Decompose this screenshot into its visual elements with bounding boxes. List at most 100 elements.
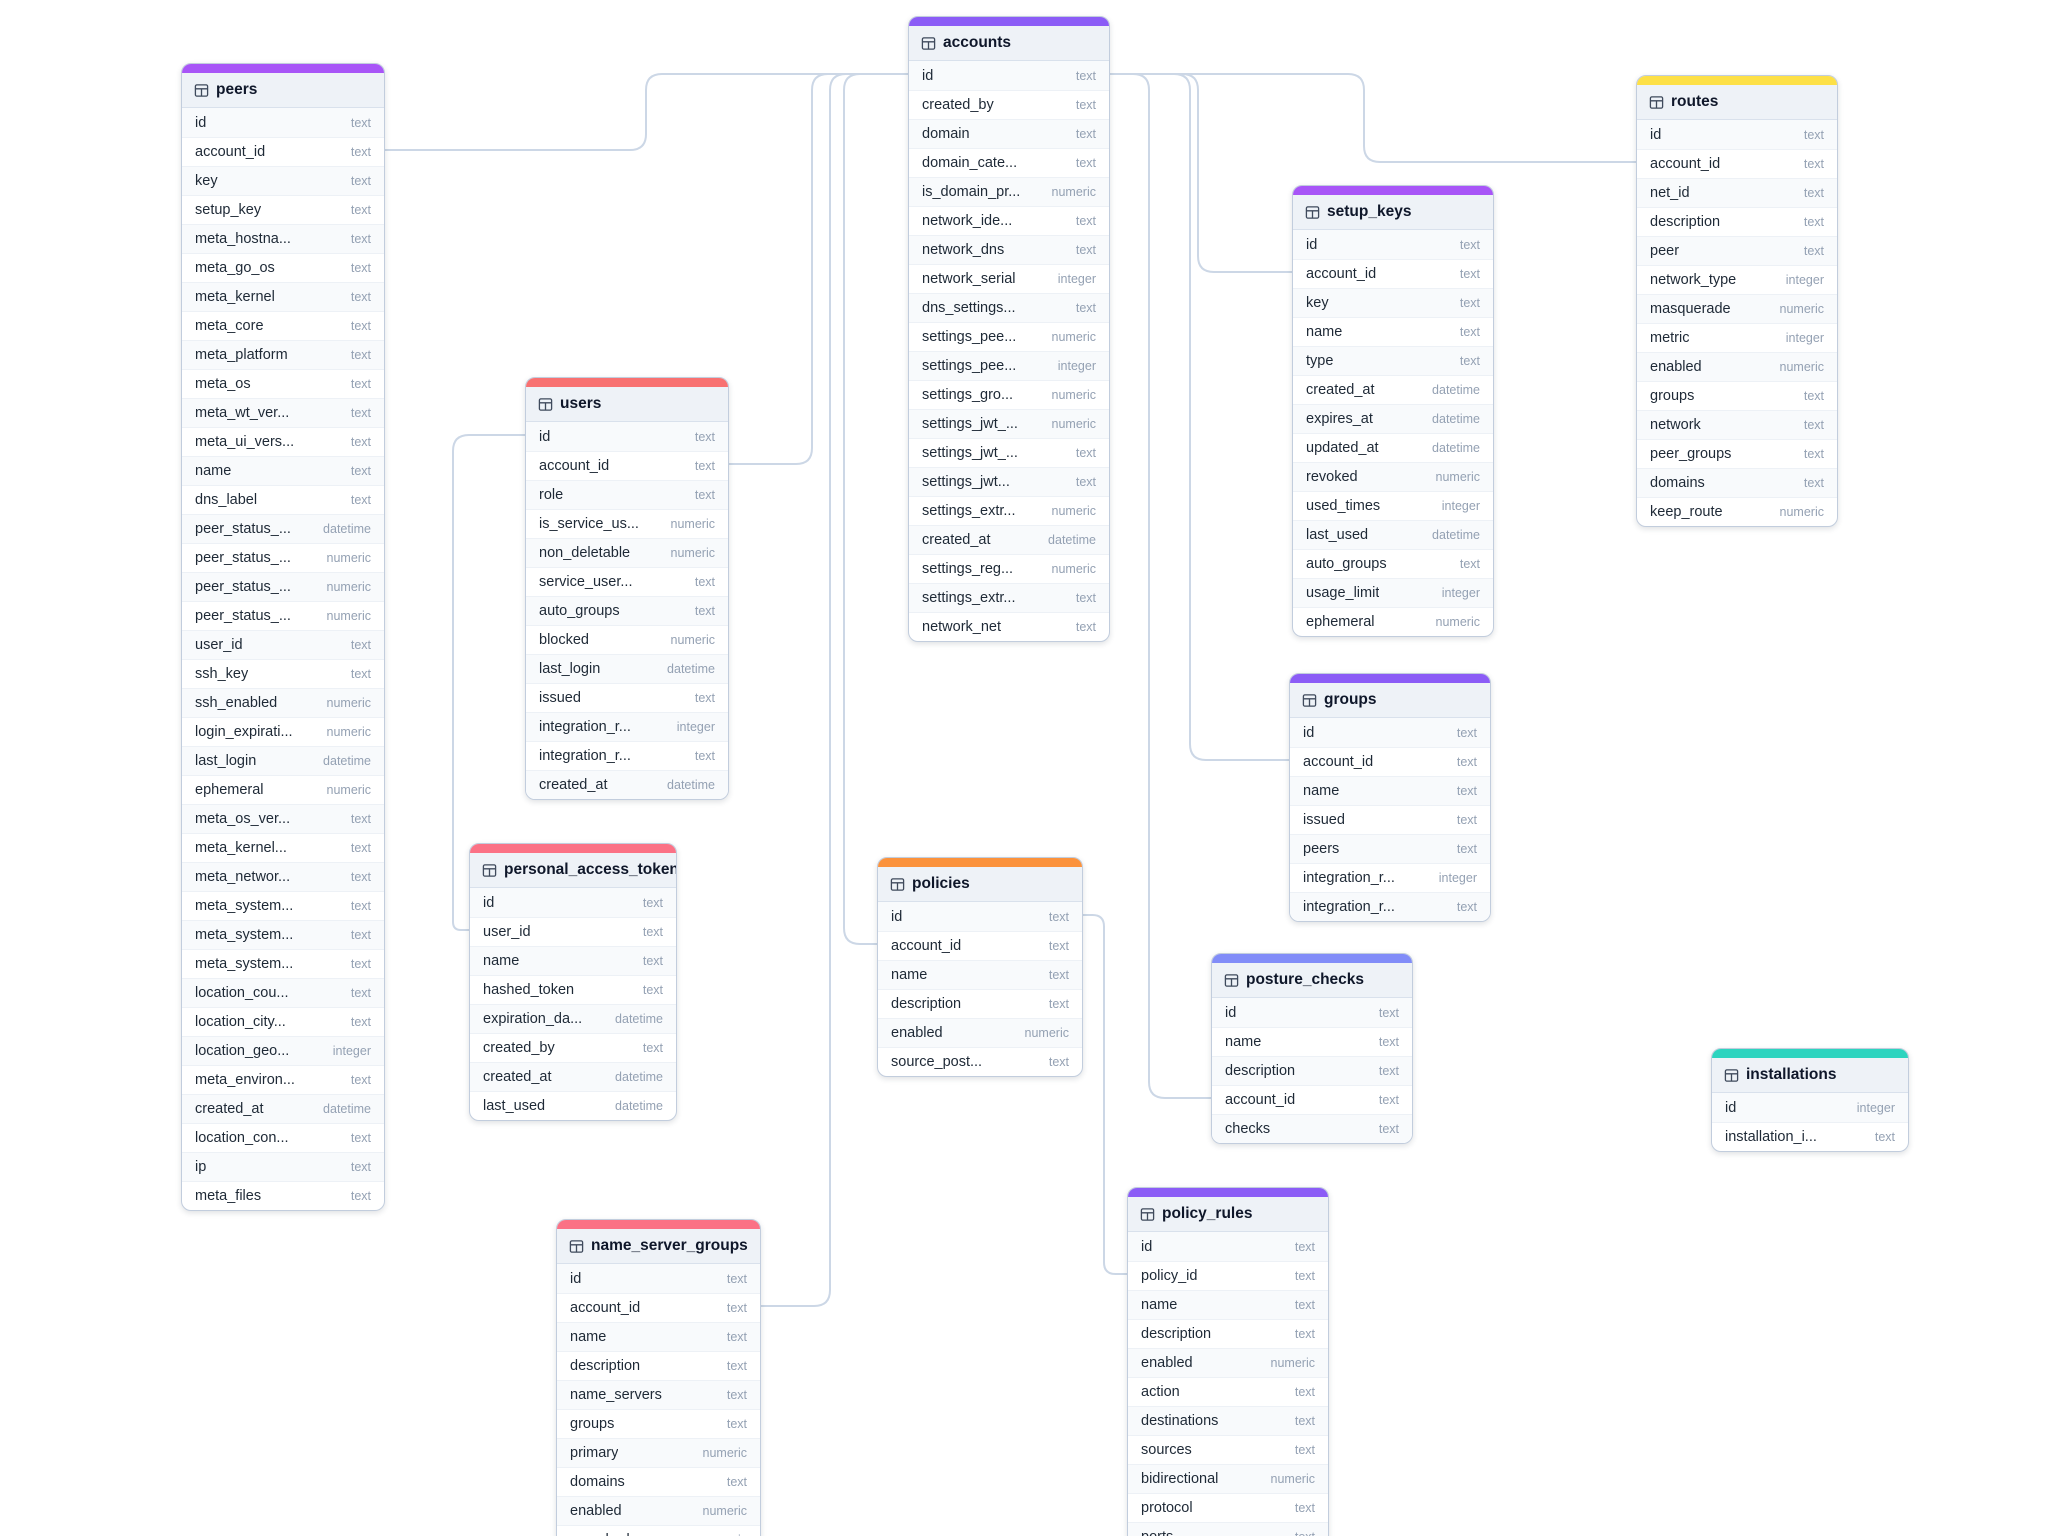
table-header[interactable]: posture_checks bbox=[1212, 963, 1412, 998]
field-row-users-0[interactable]: id text bbox=[526, 422, 728, 451]
field-row-groups-1[interactable]: account_id text bbox=[1290, 747, 1490, 776]
field-row-accounts-13[interactable]: settings_jwt_... text bbox=[909, 438, 1109, 467]
field-row-groups-5[interactable]: integration_r... integer bbox=[1290, 863, 1490, 892]
table-header[interactable]: groups bbox=[1290, 683, 1490, 718]
field-row-users-9[interactable]: issued text bbox=[526, 683, 728, 712]
field-row-groups-3[interactable]: issued text bbox=[1290, 805, 1490, 834]
field-row-peers-5[interactable]: meta_go_os text bbox=[182, 253, 384, 282]
field-row-setup_keys-2[interactable]: key text bbox=[1293, 288, 1493, 317]
field-row-peers-20[interactable]: ssh_enabled numeric bbox=[182, 688, 384, 717]
field-row-peers-18[interactable]: user_id text bbox=[182, 630, 384, 659]
field-row-accounts-6[interactable]: network_dns text bbox=[909, 235, 1109, 264]
table-header[interactable]: users bbox=[526, 387, 728, 422]
field-row-name_server_groups-0[interactable]: id text bbox=[557, 1264, 760, 1293]
field-row-setup_keys-3[interactable]: name text bbox=[1293, 317, 1493, 346]
field-row-accounts-2[interactable]: domain text bbox=[909, 119, 1109, 148]
field-row-peers-10[interactable]: meta_wt_ver... text bbox=[182, 398, 384, 427]
field-row-peers-29[interactable]: meta_system... text bbox=[182, 949, 384, 978]
field-row-peers-34[interactable]: created_at datetime bbox=[182, 1094, 384, 1123]
field-row-posture_checks-1[interactable]: name text bbox=[1212, 1027, 1412, 1056]
field-row-policy_rules-0[interactable]: id text bbox=[1128, 1232, 1328, 1261]
field-row-accounts-17[interactable]: settings_reg... numeric bbox=[909, 554, 1109, 583]
table-policies[interactable]: policies id text account_id text name te… bbox=[877, 857, 1083, 1077]
field-row-routes-6[interactable]: masquerade numeric bbox=[1637, 294, 1837, 323]
field-row-peers-11[interactable]: meta_ui_vers... text bbox=[182, 427, 384, 456]
field-row-routes-8[interactable]: enabled numeric bbox=[1637, 352, 1837, 381]
table-header[interactable]: setup_keys bbox=[1293, 195, 1493, 230]
field-row-policies-0[interactable]: id text bbox=[878, 902, 1082, 931]
field-row-policy_rules-5[interactable]: action text bbox=[1128, 1377, 1328, 1406]
field-row-name_server_groups-8[interactable]: enabled numeric bbox=[557, 1496, 760, 1525]
field-row-routes-0[interactable]: id text bbox=[1637, 120, 1837, 149]
field-row-posture_checks-2[interactable]: description text bbox=[1212, 1056, 1412, 1085]
field-row-installations-0[interactable]: id integer bbox=[1712, 1093, 1908, 1122]
field-row-policy_rules-7[interactable]: sources text bbox=[1128, 1435, 1328, 1464]
table-peers[interactable]: peers id text account_id text key text s… bbox=[181, 63, 385, 1211]
field-row-peers-22[interactable]: last_login datetime bbox=[182, 746, 384, 775]
field-row-peers-14[interactable]: peer_status_... datetime bbox=[182, 514, 384, 543]
field-row-peers-37[interactable]: meta_files text bbox=[182, 1181, 384, 1210]
field-row-policy_rules-8[interactable]: bidirectional numeric bbox=[1128, 1464, 1328, 1493]
field-row-accounts-10[interactable]: settings_pee... integer bbox=[909, 351, 1109, 380]
field-row-routes-3[interactable]: description text bbox=[1637, 207, 1837, 236]
field-row-accounts-14[interactable]: settings_jwt... text bbox=[909, 467, 1109, 496]
table-header[interactable]: routes bbox=[1637, 85, 1837, 120]
table-users[interactable]: users id text account_id text role text … bbox=[525, 377, 729, 800]
field-row-setup_keys-6[interactable]: expires_at datetime bbox=[1293, 404, 1493, 433]
table-policy_rules[interactable]: policy_rules id text policy_id text name… bbox=[1127, 1187, 1329, 1536]
field-row-peers-19[interactable]: ssh_key text bbox=[182, 659, 384, 688]
field-row-peers-12[interactable]: name text bbox=[182, 456, 384, 485]
field-row-posture_checks-3[interactable]: account_id text bbox=[1212, 1085, 1412, 1114]
table-groups[interactable]: groups id text account_id text name text… bbox=[1289, 673, 1491, 922]
field-row-accounts-15[interactable]: settings_extr... numeric bbox=[909, 496, 1109, 525]
table-header[interactable]: name_server_groups bbox=[557, 1229, 760, 1264]
field-row-peers-8[interactable]: meta_platform text bbox=[182, 340, 384, 369]
field-row-groups-0[interactable]: id text bbox=[1290, 718, 1490, 747]
field-row-peers-2[interactable]: key text bbox=[182, 166, 384, 195]
field-row-routes-5[interactable]: network_type integer bbox=[1637, 265, 1837, 294]
field-row-users-3[interactable]: is_service_us... numeric bbox=[526, 509, 728, 538]
field-row-peers-6[interactable]: meta_kernel text bbox=[182, 282, 384, 311]
field-row-accounts-1[interactable]: created_by text bbox=[909, 90, 1109, 119]
field-row-setup_keys-9[interactable]: used_times integer bbox=[1293, 491, 1493, 520]
field-row-peers-16[interactable]: peer_status_... numeric bbox=[182, 572, 384, 601]
field-row-users-7[interactable]: blocked numeric bbox=[526, 625, 728, 654]
field-row-setup_keys-1[interactable]: account_id text bbox=[1293, 259, 1493, 288]
field-row-users-8[interactable]: last_login datetime bbox=[526, 654, 728, 683]
table-header[interactable]: policies bbox=[878, 867, 1082, 902]
table-routes[interactable]: routes id text account_id text net_id te… bbox=[1636, 75, 1838, 527]
field-row-accounts-5[interactable]: network_ide... text bbox=[909, 206, 1109, 235]
field-row-users-10[interactable]: integration_r... integer bbox=[526, 712, 728, 741]
field-row-routes-10[interactable]: network text bbox=[1637, 410, 1837, 439]
field-row-routes-7[interactable]: metric integer bbox=[1637, 323, 1837, 352]
field-row-users-5[interactable]: service_user... text bbox=[526, 567, 728, 596]
field-row-routes-4[interactable]: peer text bbox=[1637, 236, 1837, 265]
field-row-name_server_groups-7[interactable]: domains text bbox=[557, 1467, 760, 1496]
field-row-policy_rules-1[interactable]: policy_id text bbox=[1128, 1261, 1328, 1290]
field-row-routes-13[interactable]: keep_route numeric bbox=[1637, 497, 1837, 526]
table-header[interactable]: policy_rules bbox=[1128, 1197, 1328, 1232]
field-row-accounts-19[interactable]: network_net text bbox=[909, 612, 1109, 641]
field-row-posture_checks-4[interactable]: checks text bbox=[1212, 1114, 1412, 1143]
field-row-setup_keys-11[interactable]: auto_groups text bbox=[1293, 549, 1493, 578]
field-row-users-11[interactable]: integration_r... text bbox=[526, 741, 728, 770]
field-row-peers-1[interactable]: account_id text bbox=[182, 137, 384, 166]
field-row-accounts-18[interactable]: settings_extr... text bbox=[909, 583, 1109, 612]
field-row-policy_rules-10[interactable]: ports text bbox=[1128, 1522, 1328, 1536]
field-row-personal_access_tokens-4[interactable]: expiration_da... datetime bbox=[470, 1004, 676, 1033]
field-row-peers-27[interactable]: meta_system... text bbox=[182, 891, 384, 920]
field-row-personal_access_tokens-0[interactable]: id text bbox=[470, 888, 676, 917]
field-row-accounts-4[interactable]: is_domain_pr... numeric bbox=[909, 177, 1109, 206]
field-row-setup_keys-10[interactable]: last_used datetime bbox=[1293, 520, 1493, 549]
field-row-peers-13[interactable]: dns_label text bbox=[182, 485, 384, 514]
field-row-users-12[interactable]: created_at datetime bbox=[526, 770, 728, 799]
field-row-peers-26[interactable]: meta_networ... text bbox=[182, 862, 384, 891]
field-row-users-1[interactable]: account_id text bbox=[526, 451, 728, 480]
field-row-policies-3[interactable]: description text bbox=[878, 989, 1082, 1018]
table-header[interactable]: personal_access_tokens bbox=[470, 853, 676, 888]
field-row-personal_access_tokens-3[interactable]: hashed_token text bbox=[470, 975, 676, 1004]
field-row-users-6[interactable]: auto_groups text bbox=[526, 596, 728, 625]
field-row-personal_access_tokens-2[interactable]: name text bbox=[470, 946, 676, 975]
table-posture_checks[interactable]: posture_checks id text name text descrip… bbox=[1211, 953, 1413, 1144]
